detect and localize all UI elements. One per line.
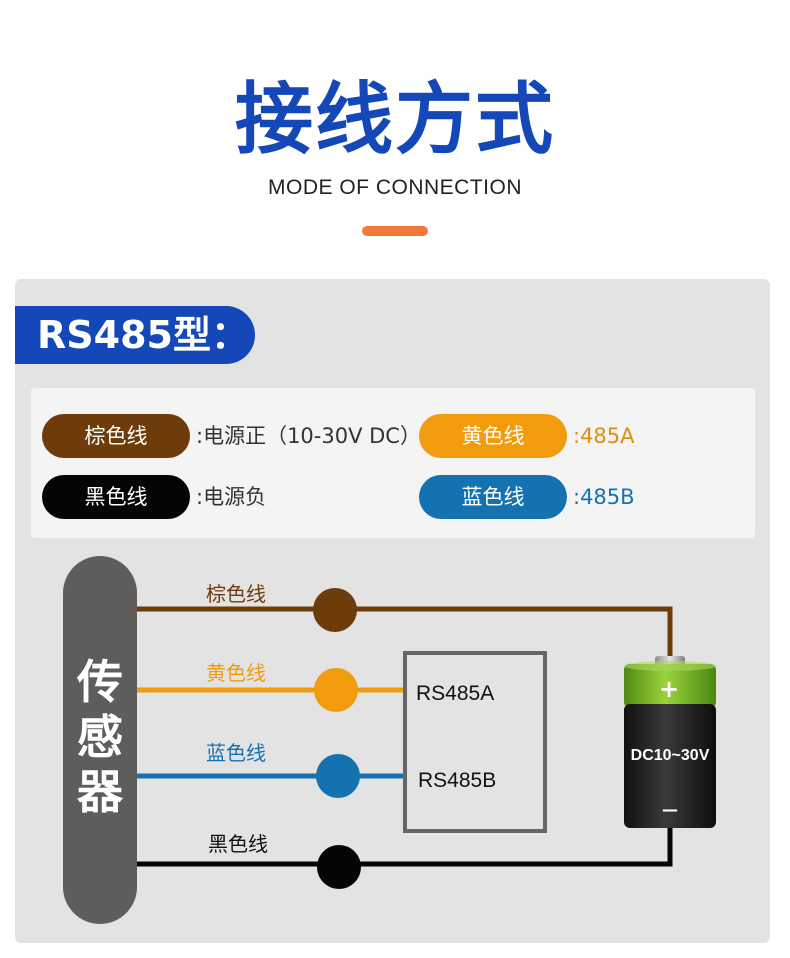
battery-green-section (624, 664, 716, 708)
rs485-box (403, 651, 547, 833)
battery-black-section (624, 704, 716, 828)
battery-plus: + (659, 675, 679, 703)
sensor-body (63, 556, 137, 924)
sensor-label-3: 器 (77, 765, 124, 819)
rs485a-label: RS485A (416, 682, 494, 705)
legend-desc-black: :电源负 (196, 485, 267, 509)
wire-brown (130, 606, 673, 665)
node-yellow (314, 668, 358, 712)
rs485b-label: RS485B (418, 769, 496, 792)
node-brown (313, 588, 357, 632)
legend-pill-yellow: 黄色线 (419, 414, 567, 458)
legend-desc-yellow: :485A (573, 424, 635, 448)
wire-label-yellow: 黄色线 (206, 661, 266, 685)
wire-label-blue: 蓝色线 (206, 741, 266, 765)
sensor-label-2: 感 (77, 710, 123, 764)
battery-minus: — (662, 800, 678, 819)
node-blue (316, 754, 360, 798)
page-title: 接线方式 (234, 75, 555, 165)
legend-pill-blue: 蓝色线 (419, 475, 567, 519)
legend-desc-blue: :485B (573, 485, 635, 509)
type-label-tab: RS485型： (15, 306, 255, 364)
battery: + DC10~30V — (624, 656, 716, 828)
accent-divider (362, 226, 428, 236)
legend-desc-brown: :电源正（10-30V DC） (196, 424, 421, 448)
legend-pill-black: 黑色线 (42, 475, 190, 519)
legend-pill-brown: 棕色线 (42, 414, 190, 458)
sensor-label-1: 传 (76, 655, 123, 709)
wire-label-black: 黑色线 (208, 832, 268, 856)
page-subtitle: MODE OF CONNECTION (268, 176, 522, 199)
wire-black (130, 826, 673, 867)
wire-label-brown: 棕色线 (206, 582, 266, 606)
battery-voltage: DC10~30V (631, 747, 710, 764)
node-black (317, 845, 361, 889)
